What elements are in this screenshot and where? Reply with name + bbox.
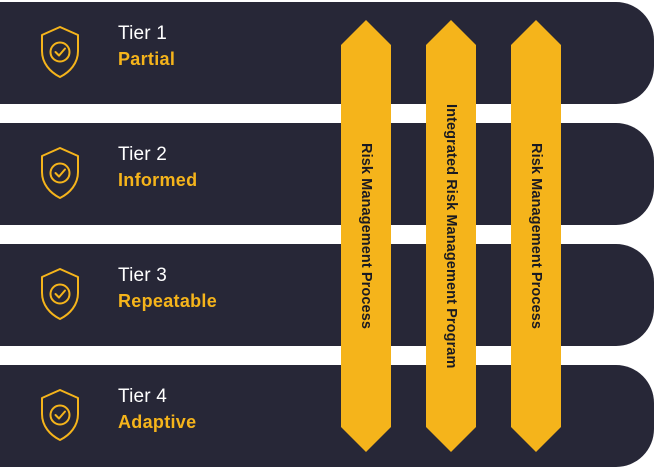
- double-arrow-shape: [341, 20, 391, 452]
- shield-check-icon: [38, 267, 82, 321]
- shield-check-icon: [38, 146, 82, 200]
- tier-name: Informed: [118, 170, 198, 190]
- arrow-label-wrap: Risk Management Process: [341, 20, 391, 452]
- tier-3-text: Tier 3 Repeatable: [118, 266, 217, 310]
- process-arrow-risk-management-process-1: Risk Management Process: [341, 20, 391, 452]
- process-label: Risk Management Process: [358, 142, 374, 330]
- tier-name: Partial: [118, 49, 176, 69]
- process-label: Integrated Risk Management Program: [443, 103, 459, 369]
- tier-name: Repeatable: [118, 291, 218, 311]
- double-arrow-shape: [426, 20, 476, 452]
- shield-check-icon: [38, 388, 82, 442]
- tier-2-text: Tier 2 Informed: [118, 145, 197, 189]
- shield-check-icon: [38, 25, 82, 79]
- tier-number: Tier 4: [118, 386, 168, 407]
- tier-number: Tier 1: [118, 23, 168, 44]
- tier-name: Adaptive: [118, 412, 197, 432]
- arrow-label-wrap: Integrated Risk Management Program: [426, 20, 476, 452]
- tier-number: Tier 2: [118, 144, 168, 165]
- process-arrow-risk-management-process-2: Risk Management Process: [511, 20, 561, 452]
- tier-4-text: Tier 4 Adaptive: [118, 387, 196, 431]
- arrow-label-wrap: Risk Management Process: [511, 20, 561, 452]
- process-arrow-integrated-program: Integrated Risk Management Program: [426, 20, 476, 452]
- tier-number: Tier 3: [118, 265, 168, 286]
- process-label: Risk Management Process: [528, 142, 544, 330]
- double-arrow-shape: [511, 20, 561, 452]
- tier-1-text: Tier 1 Partial: [118, 24, 175, 68]
